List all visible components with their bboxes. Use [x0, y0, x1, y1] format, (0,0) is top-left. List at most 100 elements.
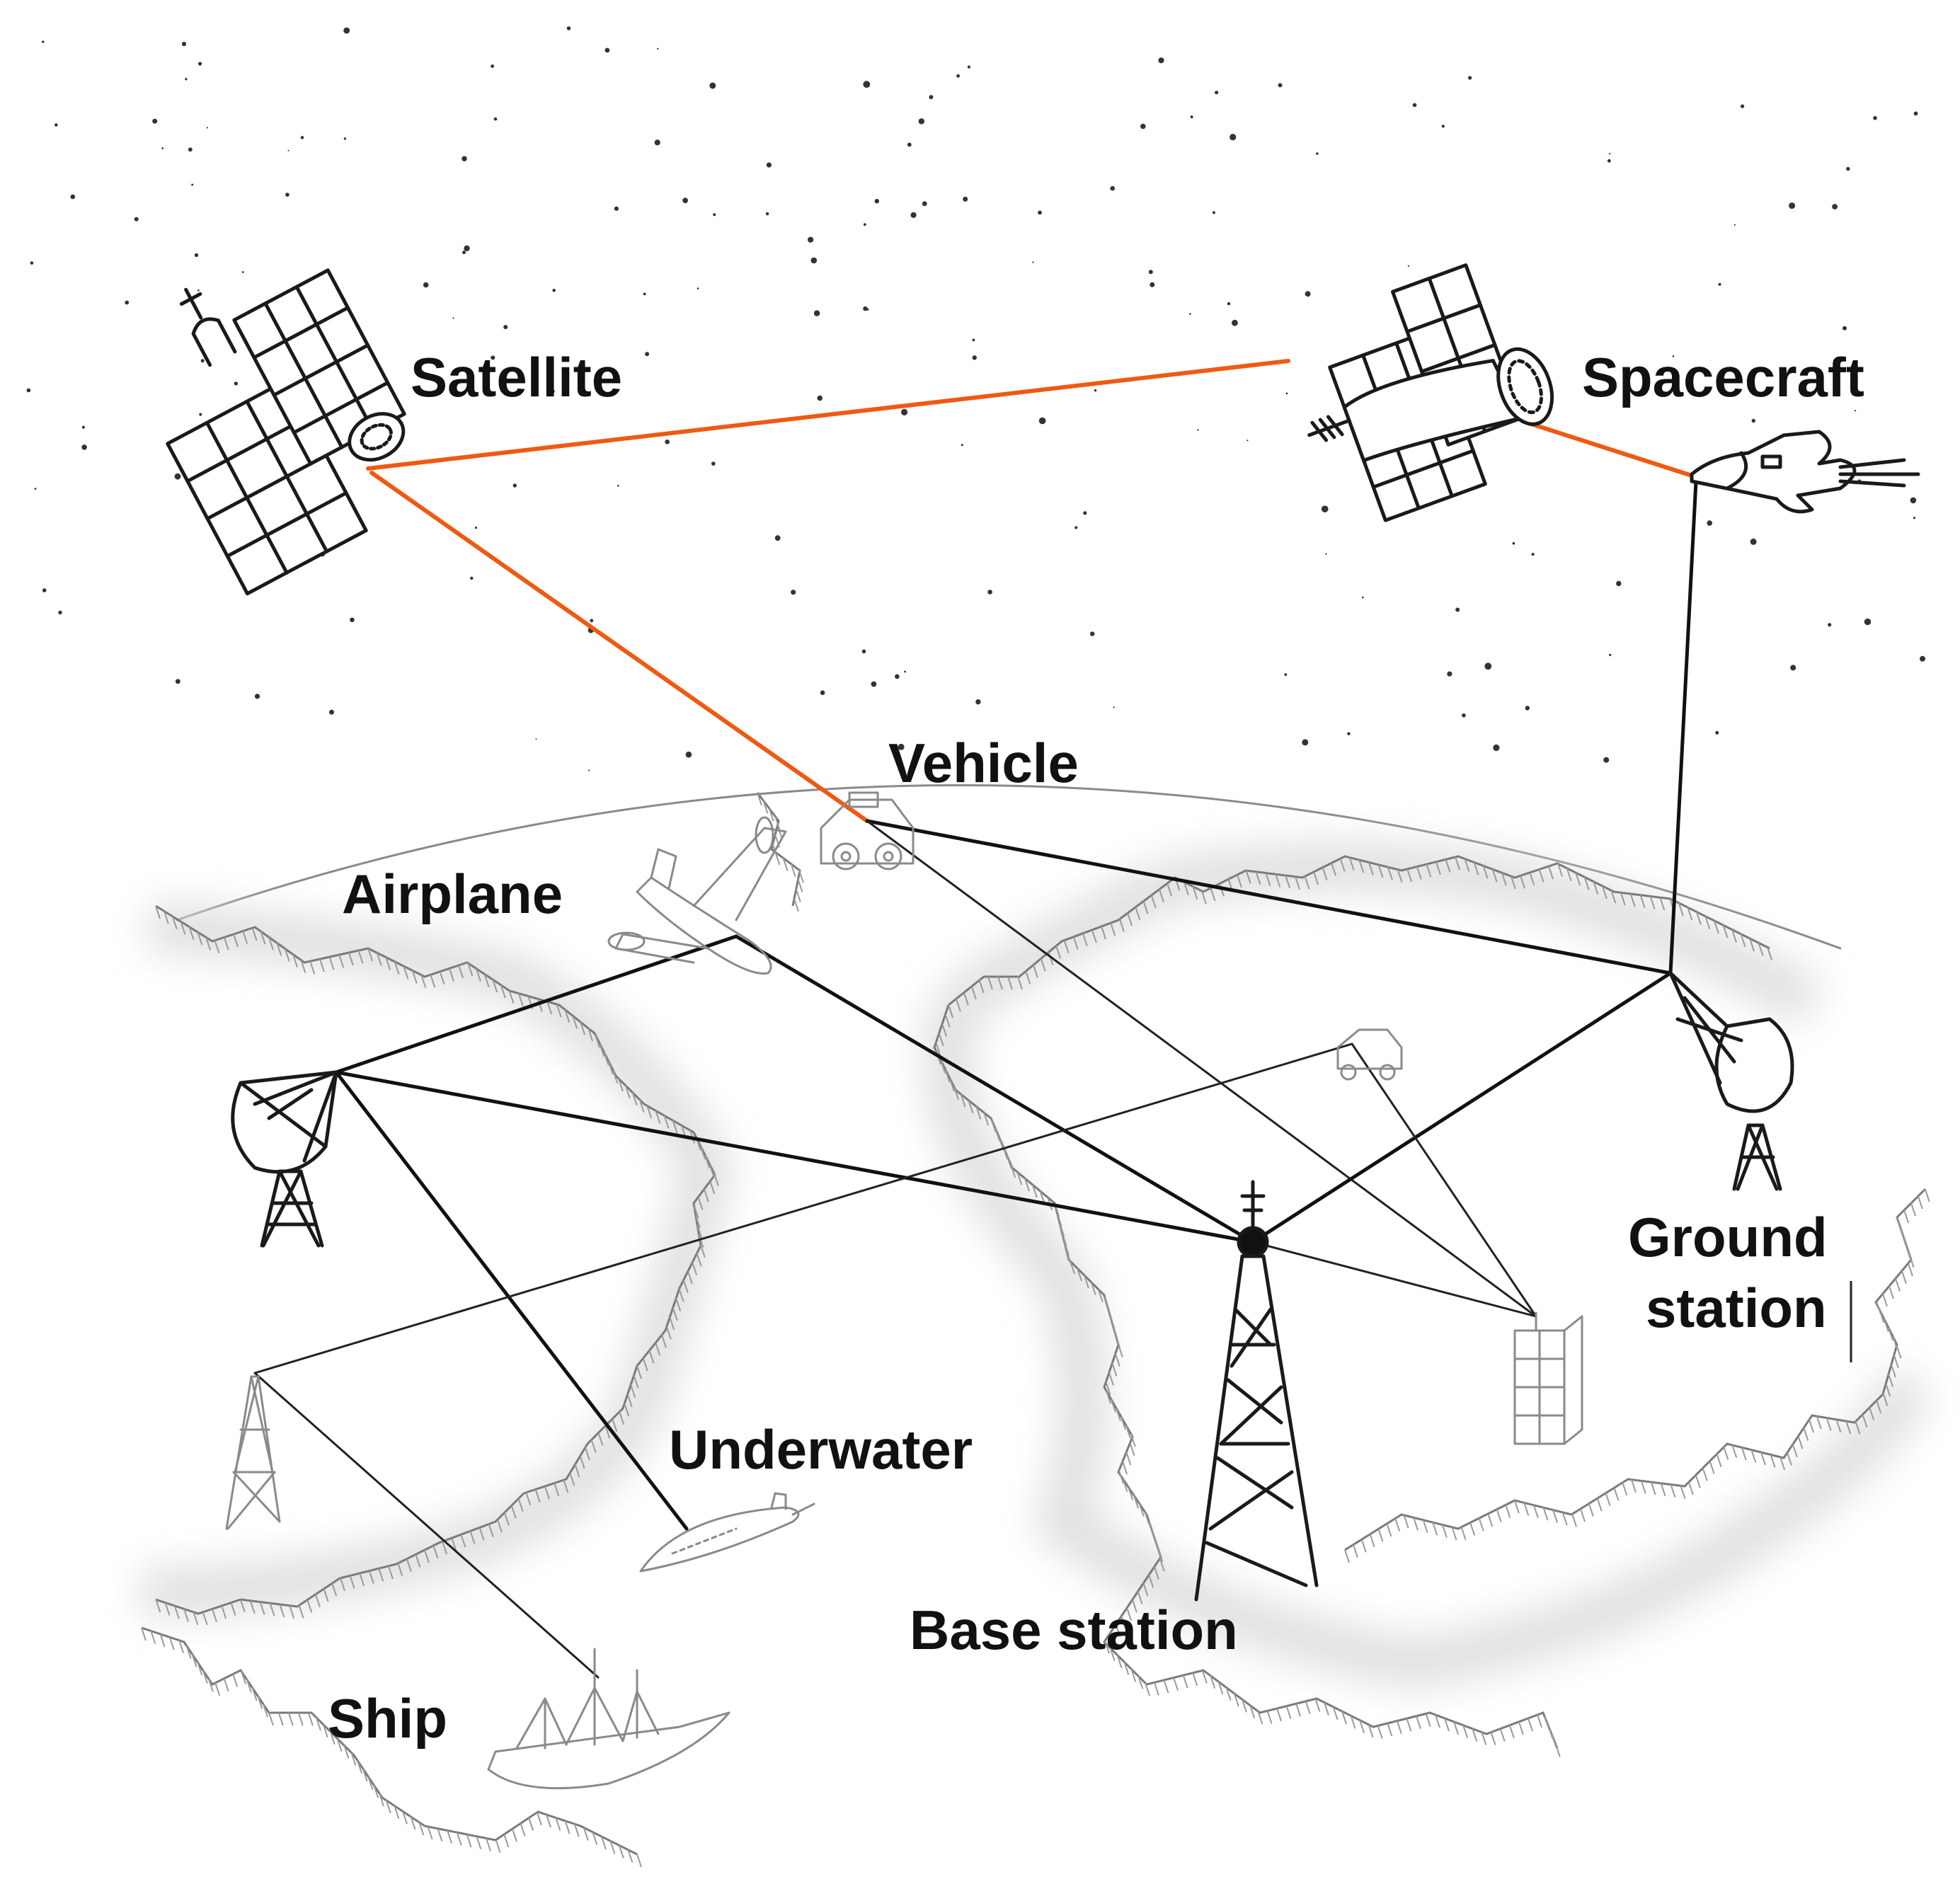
coast-hatch [418, 1822, 425, 1836]
coast-hatch [1183, 882, 1189, 895]
coast-hatch [1490, 1732, 1496, 1745]
star [1347, 732, 1351, 735]
coast-hatch [1377, 1528, 1384, 1542]
coast-hatch [1182, 1675, 1188, 1689]
star [1362, 596, 1364, 599]
car-icon [1336, 1028, 1403, 1081]
coast-hatch [1571, 1513, 1578, 1527]
star [1140, 123, 1146, 130]
star [907, 142, 912, 147]
star [1230, 134, 1237, 141]
star [234, 381, 238, 386]
star [1150, 282, 1155, 287]
coast-hatch [1130, 1668, 1137, 1682]
coast-hatch [1359, 1720, 1365, 1733]
coast-hatch [1137, 1675, 1144, 1689]
coast-hatch [1432, 1522, 1438, 1536]
coast-hatch [1126, 1607, 1133, 1621]
star [1412, 103, 1417, 108]
star-field [26, 26, 1925, 771]
coast-hatch [1040, 958, 1046, 972]
star [654, 139, 660, 146]
coast-hatch [185, 1645, 192, 1659]
star [503, 325, 508, 330]
coast-hatch [1760, 1452, 1766, 1466]
star [682, 197, 688, 204]
coast-hatch [1882, 1393, 1889, 1406]
coast-hatch [1482, 865, 1489, 879]
star [1074, 526, 1078, 529]
link-dish-underwater [334, 1070, 689, 1531]
coast-hatch [183, 1609, 190, 1622]
coast-hatch [1593, 881, 1599, 895]
star [1846, 166, 1850, 171]
coast-hatch [1722, 924, 1729, 938]
coast-hatch [1770, 1454, 1776, 1468]
coast-hatch [168, 1636, 175, 1650]
coast-hatch [385, 957, 391, 970]
coast-hatch [214, 1682, 221, 1696]
coast-hatch [1809, 1419, 1815, 1433]
coast-hatch [314, 1594, 321, 1608]
coast-hatch [1150, 895, 1157, 909]
coast-hatch [500, 984, 506, 999]
star [512, 483, 517, 488]
star [1609, 153, 1611, 155]
coast-hatch [1163, 1679, 1169, 1694]
star [817, 395, 823, 401]
coast-hatch [188, 926, 195, 941]
coast-hatch [1478, 1517, 1484, 1532]
coast-hatch [1767, 947, 1773, 960]
star [685, 751, 692, 758]
coast-hatch [580, 1021, 586, 1035]
coast-hatch [460, 1534, 466, 1548]
coast-hatch [1561, 1512, 1568, 1526]
coast-hatch [1792, 1444, 1798, 1458]
coast-hatch [221, 1605, 227, 1619]
star [58, 610, 62, 615]
star [1284, 673, 1288, 676]
coast-hatch [624, 1403, 630, 1417]
coast-hatch [1159, 1558, 1165, 1572]
coast-hatch [1876, 1400, 1882, 1414]
coast-hatch [246, 1679, 252, 1693]
star [1750, 538, 1757, 545]
star [1741, 104, 1745, 108]
star [1715, 730, 1719, 735]
coast-hatch [211, 1609, 217, 1622]
coast-hatch [1123, 1662, 1130, 1675]
coast-hatch [642, 1357, 648, 1372]
coast-hatch [1059, 1223, 1065, 1236]
coast-hatch [155, 1599, 161, 1613]
coast-hatch [1377, 864, 1384, 878]
coast-hatch [1128, 1487, 1134, 1500]
coast-hatch [1249, 1705, 1256, 1719]
coast-hatch [1305, 1701, 1311, 1715]
coast-hatch [437, 1828, 443, 1842]
coast-hatch [306, 1599, 313, 1613]
small-tower-icon [225, 1375, 281, 1530]
star [452, 317, 454, 319]
star [551, 389, 555, 394]
star [1278, 83, 1283, 88]
star [1189, 313, 1191, 315]
star [808, 236, 814, 243]
coast-hatch [1063, 940, 1070, 953]
coast-hatch [193, 1612, 199, 1626]
coast-hatch [1025, 970, 1031, 984]
star [1316, 152, 1319, 155]
coast-hatch [508, 990, 515, 1004]
coast-hatch [385, 1800, 391, 1814]
star [287, 149, 290, 151]
coast-hatch [1122, 1461, 1128, 1475]
coast-hatch [990, 1119, 997, 1132]
coast-hatch [1210, 1675, 1216, 1689]
coast-hatch [1082, 933, 1088, 947]
coast-hatch [1129, 1442, 1135, 1457]
coast-hatch [1142, 1583, 1149, 1597]
coast-hatch [592, 1832, 598, 1846]
coast-hatch [503, 1512, 510, 1526]
coast-hatch [1109, 1632, 1116, 1646]
coast-hatch [164, 1602, 171, 1616]
star [1531, 553, 1535, 556]
